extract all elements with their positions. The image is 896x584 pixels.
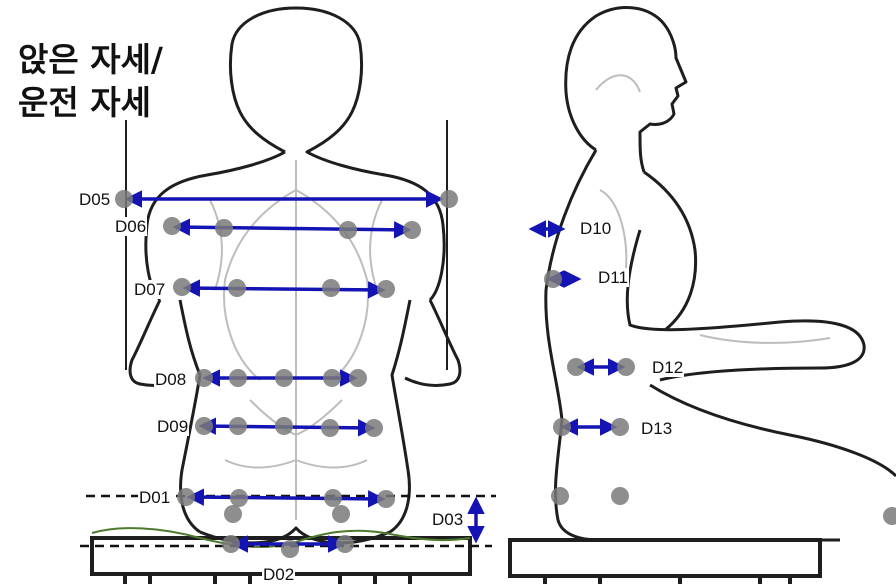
- backrest-lines: [126, 120, 447, 370]
- marker: [611, 418, 629, 436]
- marker: [567, 358, 585, 376]
- marker: [403, 221, 421, 239]
- marker: [228, 279, 246, 297]
- marker: [553, 418, 571, 436]
- marker: [336, 535, 354, 553]
- measurement-markers: [115, 190, 896, 558]
- label-d09: D09: [156, 417, 189, 436]
- marker: [883, 507, 896, 525]
- marker: [611, 487, 629, 505]
- side-muscle-lines: [596, 75, 830, 343]
- label-d10: D10: [579, 219, 612, 238]
- arrow-d07: [186, 288, 382, 290]
- label-d13: D13: [640, 419, 673, 438]
- arrow-d01: [190, 497, 382, 499]
- marker: [224, 505, 242, 523]
- marker: [332, 505, 350, 523]
- label-d07: D07: [133, 280, 166, 299]
- marker: [440, 190, 458, 208]
- marker: [195, 369, 213, 387]
- marker: [321, 419, 339, 437]
- marker: [163, 217, 181, 235]
- marker: [230, 489, 248, 507]
- marker: [339, 221, 357, 239]
- marker: [377, 280, 395, 298]
- seat-right: [510, 540, 820, 584]
- marker: [229, 417, 247, 435]
- label-d02: D02: [262, 565, 295, 584]
- label-d05: D05: [78, 190, 111, 209]
- label-d03: D03: [431, 510, 464, 529]
- label-d11: D11: [597, 268, 629, 287]
- label-d08: D08: [154, 370, 187, 389]
- label-d06: D06: [114, 217, 147, 236]
- marker: [281, 540, 299, 558]
- marker: [322, 279, 340, 297]
- back-muscle-lines: [210, 160, 382, 520]
- marker: [177, 488, 195, 506]
- marker: [195, 417, 213, 435]
- marker: [323, 369, 341, 387]
- marker: [115, 190, 133, 208]
- label-d01: D01: [138, 488, 171, 507]
- marker: [222, 535, 240, 553]
- marker: [377, 490, 395, 508]
- label-d12: D12: [651, 358, 684, 377]
- marker: [324, 489, 342, 507]
- marker: [544, 270, 562, 288]
- page-title: 앉은 자세/ 운전 자세: [18, 38, 163, 124]
- marker: [275, 369, 293, 387]
- marker: [229, 369, 247, 387]
- marker: [349, 369, 367, 387]
- marker: [173, 278, 191, 296]
- marker: [215, 219, 233, 237]
- title-line-1: 앉은 자세/: [18, 38, 163, 81]
- marker: [617, 358, 635, 376]
- title-line-2: 운전 자세: [18, 81, 163, 124]
- marker: [365, 419, 383, 437]
- marker: [275, 417, 293, 435]
- marker: [551, 487, 569, 505]
